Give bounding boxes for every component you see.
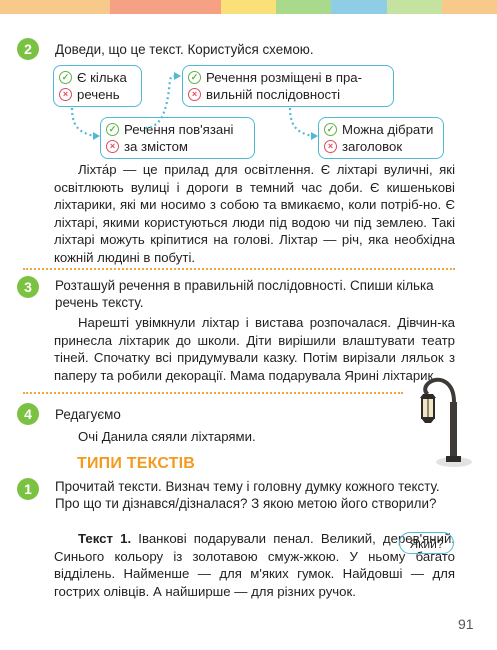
scheme-box-3: ✓ Речення розміщені в пра- × вильній послі…: [182, 65, 394, 107]
task-instruction: Редагуємо: [55, 407, 121, 422]
text-label: Текст 1.: [78, 531, 132, 546]
task-instruction: Прочитай тексти. Визнач тему і головну д…: [55, 479, 440, 512]
question-bubble: Який?: [399, 532, 454, 554]
scheme-ok-label: Речення пов'язані: [124, 122, 234, 137]
task-instruction: Доведи, що це текст. Користуйся схемою.: [55, 42, 314, 57]
scheme-no-label: вильній послідовності: [206, 87, 341, 102]
divider: [23, 392, 403, 394]
task-number-badge: 1: [17, 478, 39, 500]
text-body: Іванкові подарували пенал. Великий, дере…: [54, 531, 455, 599]
cross-circle-icon: ×: [324, 140, 337, 153]
task-instruction: Розташуй речення в правильній послідовно…: [55, 278, 434, 311]
cross-circle-icon: ×: [106, 140, 119, 153]
check-circle-icon: ✓: [324, 123, 337, 136]
task1-text: Текст 1. Іванкові подарували пенал. Вели…: [54, 530, 455, 600]
scheme-no-label: заголовок: [342, 139, 403, 154]
task3-text: Нарешті увімкнули ліхтар і вистава розпо…: [54, 315, 455, 383]
check-circle-icon: ✓: [188, 71, 201, 84]
page-number: 91: [458, 616, 474, 632]
section-title: ТИПИ ТЕКСТІВ: [77, 455, 196, 472]
scheme-box-1: ✓ Є кілька × речень: [53, 65, 142, 107]
check-circle-icon: ✓: [106, 123, 119, 136]
task4-text: Очі Данила сяяли ліхтарями.: [78, 429, 256, 444]
task-number-badge: 4: [17, 403, 39, 425]
scheme-ok-label: Є кілька: [77, 70, 127, 85]
scheme-ok-label: Речення розміщені в пра-: [206, 70, 363, 85]
check-circle-icon: ✓: [59, 71, 72, 84]
scheme-no-label: речень: [77, 87, 120, 102]
scheme-ok-label: Можна дібрати: [342, 122, 434, 137]
cross-circle-icon: ×: [59, 88, 72, 101]
street-lamp-illustration: [420, 377, 472, 467]
task2-text: Ліхта́р — це прилад для освітлення. Є лі…: [54, 162, 455, 265]
scheme-box-4: ✓ Можна дібрати × заголовок: [318, 117, 444, 159]
divider: [23, 268, 455, 270]
task-number-badge: 3: [17, 276, 39, 298]
scheme-box-2: ✓ Речення пов'язані × за змістом: [100, 117, 255, 159]
task-number-badge: 2: [17, 38, 39, 60]
top-color-strip: [0, 0, 497, 14]
cross-circle-icon: ×: [188, 88, 201, 101]
scheme-no-label: за змістом: [124, 139, 188, 154]
